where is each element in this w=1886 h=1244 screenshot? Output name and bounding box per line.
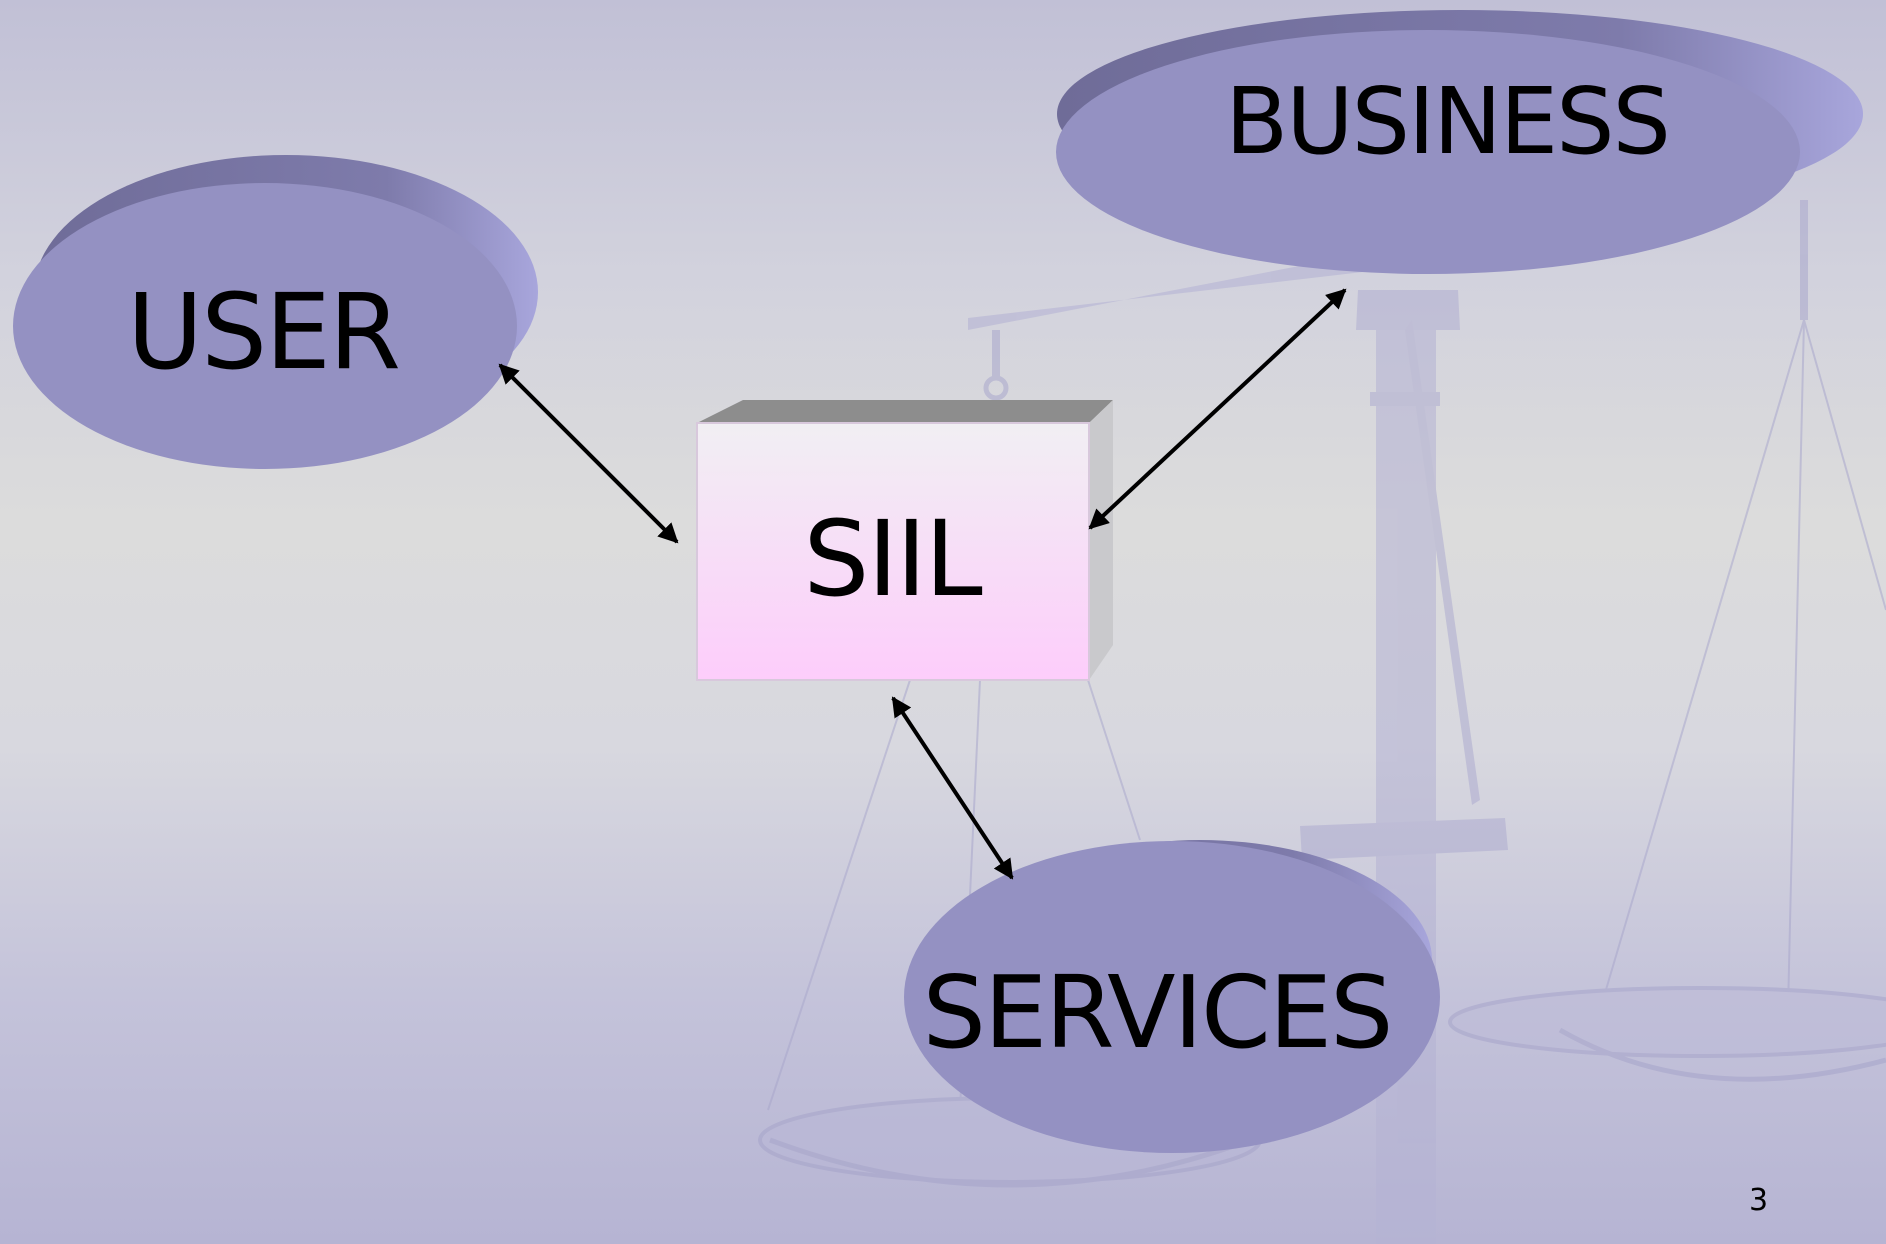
business-siil-arrow — [1088, 288, 1347, 530]
user-siil-arrow — [498, 363, 679, 544]
siil-label: SIIL — [803, 498, 982, 620]
user-node — [13, 155, 538, 469]
business-label: BUSINESS — [1225, 68, 1671, 175]
services-node — [904, 840, 1440, 1153]
user-label: USER — [126, 271, 401, 393]
page-number: 3 — [1749, 1183, 1769, 1218]
business-node — [1056, 10, 1863, 274]
siil-node — [696, 400, 1113, 681]
services-label: SERVICES — [922, 954, 1393, 1071]
siil-services-arrow — [891, 696, 1014, 880]
